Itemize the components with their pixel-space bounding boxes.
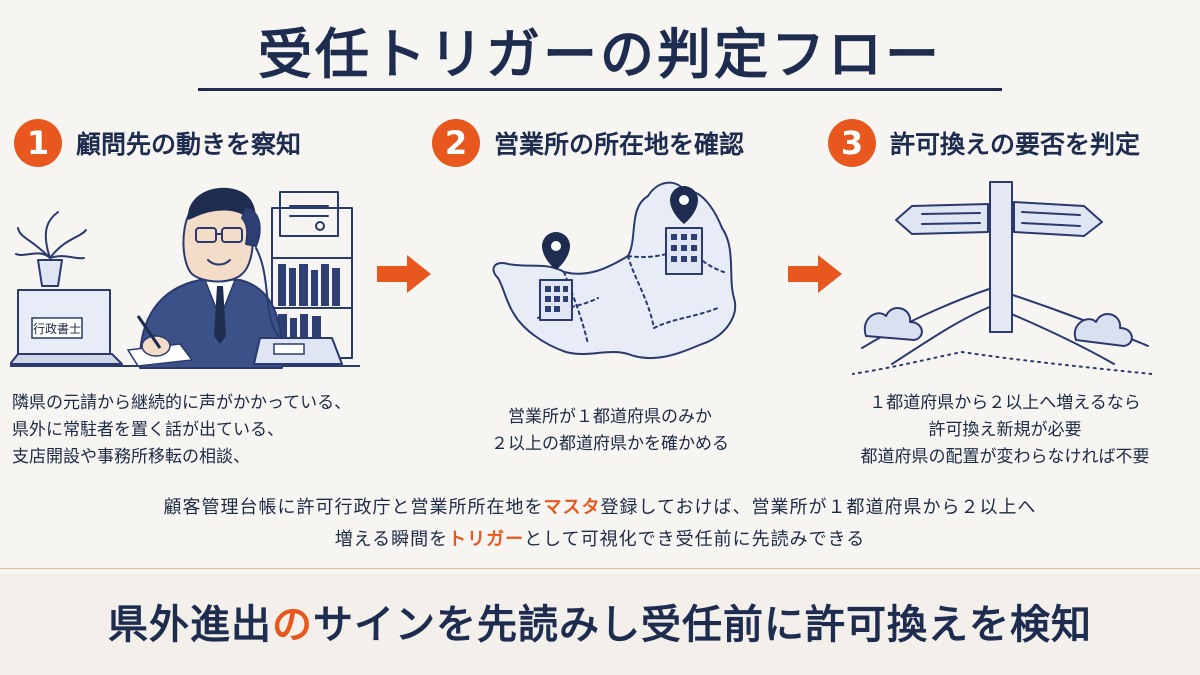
arrow-right-icon — [788, 255, 842, 293]
step-3-description: １都道府県から２以上へ増えるなら 許可換え新規が必要 都道府県の配置が変わらなけ… — [860, 393, 1150, 467]
laptop-label: 行政書士 — [33, 322, 81, 336]
section-divider — [0, 568, 1200, 569]
step-2-header: 2 営業所の所在地を確認 — [432, 118, 744, 168]
step-1-number: 1 — [14, 119, 62, 167]
signpost-illustration — [852, 181, 1152, 375]
page-title: 受任トリガーの判定フロー — [258, 23, 942, 86]
step-2-description: 営業所が１都道府県のみか ２以上の都道府県かを確かめる — [491, 407, 729, 454]
consultant-illustration: 行政書士 — [10, 187, 360, 369]
map-illustration — [492, 181, 737, 360]
arrow-right-icon — [377, 255, 431, 293]
summary-highlight-trigger: トリガー — [448, 529, 525, 550]
footer-banner: 県外進出のサインを先読みし受任前に許可換えを検知 — [0, 574, 1200, 675]
step-2-title: 営業所の所在地を確認 — [494, 130, 745, 159]
step-1-header: 1 顧問先の動きを察知 — [14, 118, 301, 168]
title-underline — [198, 88, 1002, 91]
step-2-number: 2 — [432, 119, 480, 167]
summary-highlight-master: マスタ — [543, 497, 601, 518]
summary-text: 顧客管理台帳に許可行政庁と営業所所在地をマスタ登録しておけば、営業所が１都道府県… — [163, 497, 1037, 550]
step-3-header: 3 許可換えの要否を判定 — [828, 118, 1140, 168]
step-3-title: 許可換えの要否を判定 — [890, 130, 1141, 159]
footer-message: 県外進出のサインを先読みし受任前に許可換えを検知 — [108, 602, 1092, 648]
step-3-number: 3 — [828, 119, 876, 167]
step-1-description: 隣県の元請から継続的に声がかかっている、 県外に常駐者を置く話が出ている、 支店… — [12, 393, 352, 467]
step-1-title: 顧問先の動きを察知 — [76, 130, 302, 159]
